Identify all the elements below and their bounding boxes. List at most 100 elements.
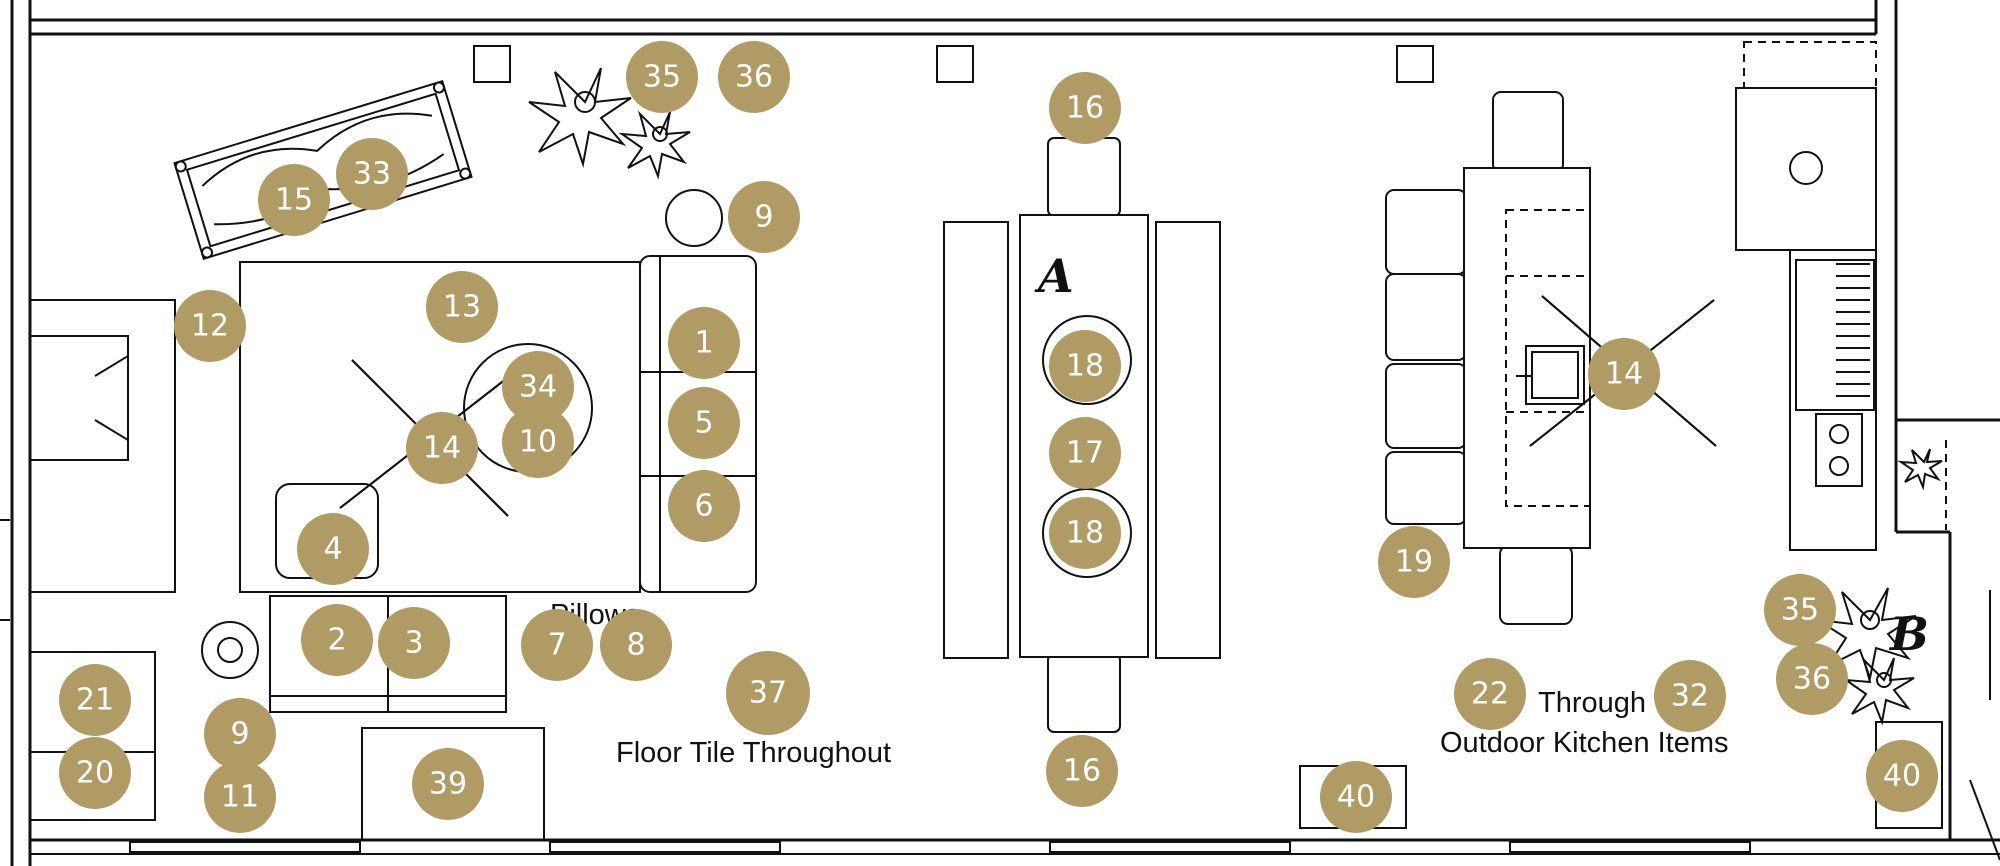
key-badge-15: 15 bbox=[258, 164, 330, 236]
label-floor-tile: Floor Tile Throughout bbox=[616, 737, 891, 769]
key-badge-16: 16 bbox=[1046, 735, 1118, 807]
key-badge-number: 12 bbox=[191, 309, 229, 344]
key-badge-5: 5 bbox=[668, 387, 740, 459]
key-badge-number: 6 bbox=[694, 489, 713, 524]
key-badge-number: 14 bbox=[423, 431, 461, 466]
key-badge-circle bbox=[1588, 338, 1660, 410]
key-badge-11: 11 bbox=[204, 761, 276, 833]
key-badge-number: 14 bbox=[1605, 357, 1643, 392]
key-badge-circle bbox=[59, 664, 131, 736]
key-badge-circle bbox=[502, 351, 574, 423]
key-badge-9: 9 bbox=[204, 698, 276, 770]
key-badge-number: 37 bbox=[749, 676, 787, 711]
key-badge-37: 37 bbox=[726, 651, 810, 735]
key-badge-number: 15 bbox=[275, 183, 313, 218]
key-badge-36: 36 bbox=[718, 41, 790, 113]
key-badge-number: 13 bbox=[443, 290, 481, 325]
key-badge-number: 4 bbox=[323, 532, 342, 567]
key-badge-12: 12 bbox=[174, 290, 246, 362]
key-badge-number: 9 bbox=[230, 717, 249, 752]
key-badge-33: 33 bbox=[336, 138, 408, 210]
key-badge-number: 40 bbox=[1337, 780, 1375, 815]
key-badge-number: 8 bbox=[626, 628, 645, 663]
key-badge-circle bbox=[204, 761, 276, 833]
label-through: Through bbox=[1538, 687, 1646, 719]
key-badge-circle bbox=[1049, 497, 1121, 569]
key-badge-number: 22 bbox=[1471, 677, 1509, 712]
key-badge-number: 5 bbox=[694, 406, 713, 441]
key-badge-circle bbox=[336, 138, 408, 210]
key-badge-circle bbox=[626, 41, 698, 113]
key-badge-7: 7 bbox=[521, 609, 593, 681]
key-badge-6: 6 bbox=[668, 470, 740, 542]
key-badge-number: 1 bbox=[694, 326, 713, 361]
key-badge-circle bbox=[726, 651, 810, 735]
key-badge-39: 39 bbox=[412, 748, 484, 820]
key-badge-circle bbox=[174, 290, 246, 362]
key-badge-circle bbox=[426, 271, 498, 343]
key-badge-circle bbox=[412, 748, 484, 820]
kitchen-island bbox=[1385, 91, 1717, 625]
key-badge-circle bbox=[1320, 761, 1392, 833]
key-badge-number: 40 bbox=[1883, 759, 1921, 794]
key-badge-35: 35 bbox=[1764, 574, 1836, 646]
key-badge-34: 34 bbox=[502, 351, 574, 423]
key-badge-circle bbox=[378, 607, 450, 679]
key-badge-number: 35 bbox=[643, 60, 681, 95]
key-badge-number: 16 bbox=[1066, 91, 1104, 126]
key-badge-4: 4 bbox=[297, 513, 369, 585]
key-badge-number: 2 bbox=[327, 623, 346, 658]
key-badge-14: 14 bbox=[406, 412, 478, 484]
key-badge-18: 18 bbox=[1049, 330, 1121, 402]
key-badge-40: 40 bbox=[1320, 761, 1392, 833]
key-badge-20: 20 bbox=[59, 737, 131, 809]
key-badge-number: 3 bbox=[404, 626, 423, 661]
key-badge-17: 17 bbox=[1049, 417, 1121, 489]
key-badge-number: 16 bbox=[1063, 754, 1101, 789]
key-badge-10: 10 bbox=[502, 406, 574, 478]
key-badge-circle bbox=[204, 698, 276, 770]
key-badge-circle bbox=[1378, 526, 1450, 598]
key-badge-circle bbox=[301, 604, 373, 676]
key-badge-32: 32 bbox=[1654, 660, 1726, 732]
key-badge-circle bbox=[728, 181, 800, 253]
key-badge-circle bbox=[406, 412, 478, 484]
key-badge-35: 35 bbox=[626, 41, 698, 113]
key-badge-circle bbox=[668, 387, 740, 459]
key-badge-number: 18 bbox=[1066, 349, 1104, 384]
key-badge-number: 10 bbox=[519, 425, 557, 460]
key-badge-number: 19 bbox=[1395, 545, 1433, 580]
plant-icons bbox=[528, 67, 1943, 726]
key-badge-21: 21 bbox=[59, 664, 131, 736]
key-badge-number: 21 bbox=[76, 683, 114, 718]
key-badge-14: 14 bbox=[1588, 338, 1660, 410]
key-badge-number: 17 bbox=[1066, 436, 1104, 471]
dining-table-a bbox=[943, 137, 1221, 733]
key-badge-circle bbox=[1049, 72, 1121, 144]
key-badge-circle bbox=[1654, 660, 1726, 732]
key-badge-circle bbox=[1764, 574, 1836, 646]
key-badge-circle bbox=[297, 513, 369, 585]
key-badge-circle bbox=[600, 609, 672, 681]
key-badge-1: 1 bbox=[668, 307, 740, 379]
columns bbox=[473, 45, 1434, 83]
key-badge-36: 36 bbox=[1776, 643, 1848, 715]
key-badge-number: 36 bbox=[1793, 662, 1831, 697]
fireplace bbox=[29, 299, 176, 593]
key-badge-22: 22 bbox=[1454, 658, 1526, 730]
key-badge-number: 36 bbox=[735, 60, 773, 95]
key-badge-circle bbox=[258, 164, 330, 236]
key-badge-circle bbox=[1046, 735, 1118, 807]
key-badge-circle bbox=[668, 307, 740, 379]
key-badge-circle bbox=[1049, 330, 1121, 402]
key-badge-40: 40 bbox=[1866, 740, 1938, 812]
key-badge-circle bbox=[1776, 643, 1848, 715]
key-badge-circle bbox=[59, 737, 131, 809]
key-badge-16: 16 bbox=[1049, 72, 1121, 144]
key-badge-2: 2 bbox=[301, 604, 373, 676]
key-badge-number: 35 bbox=[1781, 593, 1819, 628]
key-badge-number: 39 bbox=[429, 767, 467, 802]
label-outdoor-kitchen: Outdoor Kitchen Items bbox=[1440, 727, 1729, 759]
